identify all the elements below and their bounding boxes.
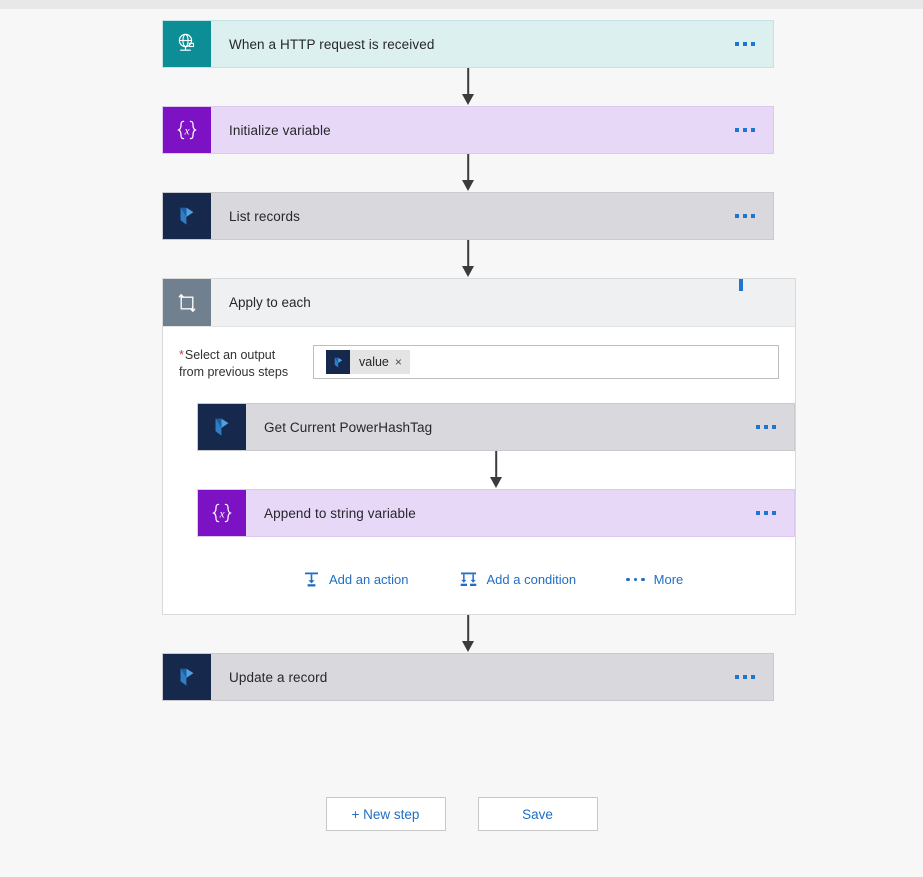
top-toolbar-edge — [0, 0, 923, 9]
overflow-menu-icon[interactable] — [717, 193, 773, 239]
token-chip-value[interactable]: value × — [326, 350, 410, 374]
dynamics365-icon — [163, 193, 211, 239]
scope-apply-to-each: Apply to each *Select an output from pre… — [162, 278, 796, 615]
token-remove-icon[interactable]: × — [394, 355, 402, 369]
footer-buttons: + New step Save — [0, 797, 923, 831]
overflow-menu-icon[interactable] — [717, 107, 773, 153]
overflow-menu-icon[interactable] — [717, 654, 773, 700]
add-a-condition-link[interactable]: Add a condition — [459, 571, 577, 588]
connector-arrow — [197, 451, 795, 489]
token-label: value — [359, 355, 389, 369]
scope-output-field-row: *Select an output from previous steps — [179, 345, 779, 381]
scope-title: Apply to each — [229, 295, 311, 310]
flow-card-title: Append to string variable — [264, 505, 416, 521]
flow-card-update-a-record[interactable]: Update a record — [162, 653, 774, 701]
flow-card-trigger[interactable]: When a HTTP request is received — [162, 20, 774, 68]
overflow-menu-icon[interactable] — [738, 490, 794, 536]
overflow-menu-icon[interactable] — [717, 21, 773, 67]
flow-card-title: Update a record — [229, 669, 328, 685]
flow-card-initialize-variable[interactable]: x Initialize variable — [162, 106, 774, 154]
flow-column: When a HTTP request is received x Initia… — [162, 20, 796, 701]
connector-arrow — [162, 240, 774, 278]
flow-card-get-current-powerhashtag[interactable]: Get Current PowerHashTag — [197, 403, 795, 451]
more-link[interactable]: More — [626, 572, 683, 587]
add-condition-icon — [459, 571, 478, 588]
connector-arrow — [162, 154, 774, 192]
dynamics365-icon — [326, 350, 350, 374]
connector-arrow — [162, 68, 774, 106]
save-button[interactable]: Save — [477, 797, 598, 831]
http-request-globe-icon — [163, 21, 211, 67]
variable-braces-icon: x — [163, 107, 211, 153]
flow-card-title: Get Current PowerHashTag — [264, 419, 433, 435]
add-an-action-label: Add an action — [329, 572, 409, 587]
scope-body: *Select an output from previous steps — [163, 327, 795, 614]
new-step-button[interactable]: + New step — [325, 797, 446, 831]
overflow-menu-icon[interactable] — [738, 404, 794, 450]
more-dots-icon — [626, 577, 645, 582]
scope-header[interactable]: Apply to each — [163, 279, 795, 327]
variable-braces-icon: x — [198, 490, 246, 536]
flow-card-title: Initialize variable — [229, 122, 331, 138]
scope-output-field-label: *Select an output from previous steps — [179, 345, 313, 381]
overflow-menu-icon[interactable] — [739, 279, 795, 326]
required-asterisk: * — [179, 348, 184, 362]
svg-text:x: x — [218, 508, 225, 520]
svg-text:x: x — [183, 125, 190, 137]
dynamics365-icon — [198, 404, 246, 450]
dynamics365-icon — [163, 654, 211, 700]
add-a-condition-label: Add a condition — [486, 572, 577, 587]
flow-card-append-to-string-variable[interactable]: x Append to string variable — [197, 489, 795, 537]
flow-card-title: List records — [229, 208, 300, 224]
add-action-icon — [303, 571, 320, 588]
flow-card-list-records[interactable]: List records — [162, 192, 774, 240]
connector-arrow — [162, 615, 774, 653]
scope-output-input[interactable]: value × — [313, 345, 779, 379]
field-label-line1: Select an output — [184, 348, 276, 362]
flow-card-title: When a HTTP request is received — [229, 36, 435, 52]
add-an-action-link[interactable]: Add an action — [303, 571, 409, 588]
scope-action-links: Add an action — [179, 537, 779, 614]
scope-inner-steps: Get Current PowerHashTag x — [179, 403, 795, 537]
loop-icon — [163, 279, 211, 326]
field-label-line2: from previous steps — [179, 365, 289, 379]
more-label: More — [653, 572, 684, 587]
